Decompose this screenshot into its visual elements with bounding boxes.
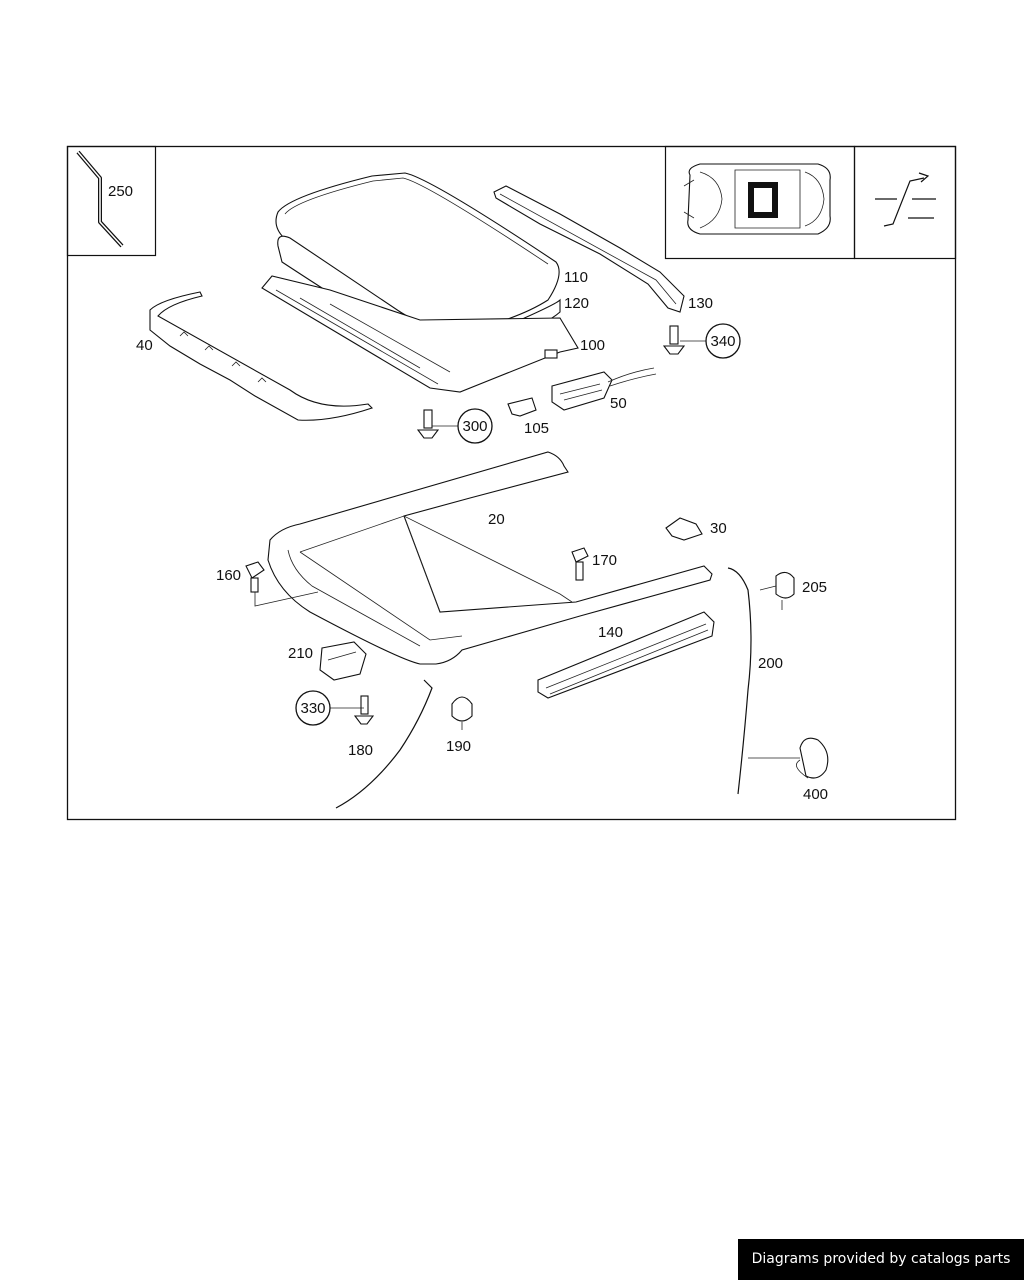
clip-105-part [507, 397, 537, 417]
drain-hose-180-part [335, 679, 433, 809]
credit-banner: Diagrams provided by catalogs parts [738, 1239, 1024, 1280]
callout-340: 340 [710, 333, 735, 350]
grommet-400-part [796, 737, 829, 779]
callout-110: 110 [564, 269, 588, 286]
callout-300: 300 [462, 418, 487, 435]
seal-strip-part [76, 150, 124, 248]
callout-180: 180 [348, 742, 373, 759]
drain-hose-200-part [727, 567, 752, 795]
callout-190: 190 [446, 738, 471, 755]
callout-170: 170 [592, 552, 617, 569]
diagram-frame [66, 145, 957, 821]
callout-40: 40 [136, 337, 153, 354]
sunroof-main-frame-part [267, 451, 713, 665]
callout-210: 210 [288, 645, 313, 662]
callout-330: 330 [300, 700, 325, 717]
wind-deflector-part [149, 291, 374, 421]
callout-circle-300 [457, 408, 493, 444]
offset-symbol-icon [875, 172, 936, 227]
callout-50: 50 [610, 395, 627, 412]
drive-motor-part [551, 367, 657, 411]
callout-105: 105 [524, 420, 549, 437]
glass-frame-part [261, 275, 579, 393]
inset-box-250 [66, 145, 157, 257]
callout-160: 160 [216, 567, 241, 584]
screw-340-part [662, 325, 686, 355]
leader-lines [330, 340, 800, 759]
bolt-160-part [245, 561, 319, 607]
screw-330-part [353, 695, 375, 725]
drain-channel-part [537, 611, 715, 699]
callout-250: 250 [108, 183, 133, 200]
callout-circle-340 [705, 323, 741, 359]
callout-100: 100 [580, 337, 605, 354]
callout-circle-330 [295, 690, 331, 726]
screw-300-part [416, 409, 440, 439]
bracket-30-part [665, 517, 703, 541]
callout-400: 400 [803, 786, 828, 803]
callout-205: 205 [802, 579, 827, 596]
bolt-170-part [571, 547, 589, 581]
callout-20: 20 [488, 511, 505, 528]
callout-200: 200 [758, 655, 783, 672]
vehicle-top-view-icon [683, 163, 831, 235]
callout-120: 120 [564, 295, 589, 312]
callout-30: 30 [710, 520, 727, 537]
control-module-part [319, 641, 367, 681]
callout-140: 140 [598, 624, 623, 641]
trim-strip-part [493, 185, 685, 313]
clip-190-part [451, 696, 473, 730]
inset-box-symbol [853, 145, 957, 260]
callout-130: 130 [688, 295, 713, 312]
clip-205-part [775, 571, 795, 610]
